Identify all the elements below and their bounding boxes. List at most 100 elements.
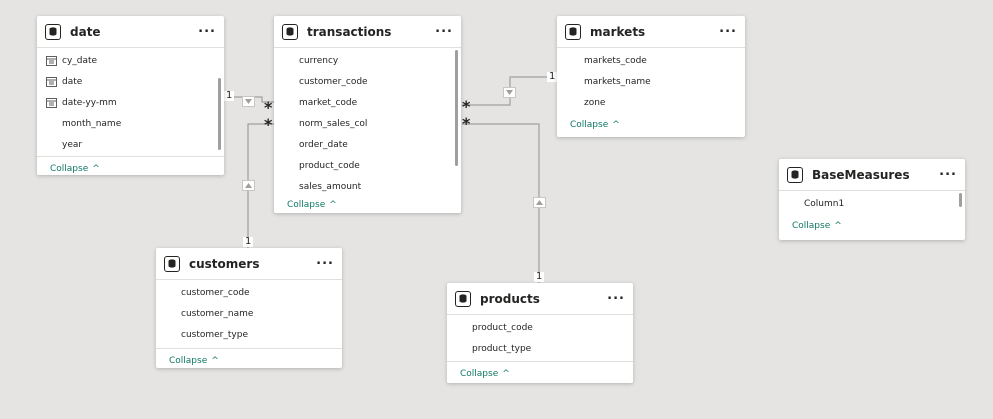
field-name: customer_code — [181, 287, 250, 298]
field-item[interactable]: markets_code — [557, 50, 745, 71]
collapse-button[interactable]: Collapse ^ — [37, 156, 224, 181]
field-item[interactable]: zone — [557, 92, 745, 113]
chevron-up-icon: ^ — [612, 120, 620, 130]
table-card-customers[interactable]: customers ... customer_code customer_nam… — [156, 248, 342, 368]
field-name: markets_name — [584, 76, 651, 87]
field-name: norm_sales_col — [299, 118, 368, 129]
field-item[interactable]: sales_amount — [274, 176, 461, 196]
field-item[interactable]: cy_date — [37, 50, 224, 71]
field-item[interactable]: date-yy-mm — [37, 92, 224, 113]
table-header[interactable]: BaseMeasures ... — [779, 159, 965, 191]
field-item[interactable]: product_code — [447, 317, 633, 338]
field-item[interactable]: Column1 — [779, 193, 965, 214]
table-header[interactable]: customers ... — [156, 248, 342, 280]
field-item[interactable]: date — [37, 71, 224, 92]
field-list[interactable]: currency customer_code market_code norm_… — [274, 48, 461, 196]
field-item[interactable]: customer_name — [156, 303, 342, 324]
table-title: BaseMeasures — [812, 167, 910, 182]
collapse-label: Collapse — [570, 120, 609, 130]
calendar-icon — [46, 97, 57, 108]
field-name: month_name — [62, 118, 122, 129]
more-options-button[interactable]: ... — [939, 163, 957, 179]
collapse-button[interactable]: Collapse ^ — [779, 214, 965, 238]
collapse-button[interactable]: Collapse ^ — [156, 348, 342, 373]
table-icon — [282, 23, 298, 40]
field-name: date — [62, 76, 83, 87]
field-name: currency — [299, 55, 339, 66]
rel-products-one: 1 — [534, 271, 545, 282]
table-title: customers — [189, 256, 260, 271]
field-item[interactable]: year — [37, 134, 224, 155]
chevron-up-icon: ^ — [329, 200, 337, 210]
filter-arrow-down-icon[interactable] — [503, 87, 516, 98]
field-name: zone — [584, 97, 606, 108]
field-item[interactable]: markets_name — [557, 71, 745, 92]
field-item[interactable]: norm_sales_col — [274, 113, 461, 134]
filter-arrow-up-icon[interactable] — [533, 197, 546, 208]
field-item[interactable]: product_type — [447, 338, 633, 359]
field-item[interactable]: order_date — [274, 134, 461, 155]
table-card-products[interactable]: products ... product_code product_type C… — [447, 283, 633, 383]
rel-customers-one: 1 — [243, 236, 254, 247]
collapse-button[interactable]: Collapse ^ — [557, 113, 745, 137]
chevron-up-icon: ^ — [834, 221, 842, 231]
collapse-label: Collapse — [792, 221, 831, 231]
more-options-button[interactable]: ... — [198, 20, 216, 36]
field-name: markets_code — [584, 55, 647, 66]
more-options-button[interactable]: ... — [719, 20, 737, 36]
field-item[interactable]: customer_code — [274, 71, 461, 92]
more-options-button[interactable]: ... — [316, 252, 334, 268]
field-list[interactable]: cy_date date date-yy-mm month_name year — [37, 48, 224, 156]
field-item[interactable]: month_name — [37, 113, 224, 134]
field-name: date-yy-mm — [62, 97, 117, 108]
calendar-icon — [46, 55, 57, 66]
table-icon — [164, 255, 180, 272]
field-item[interactable]: market_code — [274, 92, 461, 113]
filter-arrow-down-icon[interactable] — [242, 96, 255, 107]
field-item[interactable]: product_code — [274, 155, 461, 176]
field-name: order_date — [299, 139, 348, 150]
table-icon — [45, 23, 61, 40]
collapse-button[interactable]: Collapse ^ — [274, 196, 461, 214]
table-title: date — [70, 24, 101, 39]
rel-date-one: 1 — [224, 90, 235, 101]
table-icon — [565, 23, 581, 40]
table-header[interactable]: markets ... — [557, 16, 745, 48]
filter-arrow-up-icon[interactable] — [242, 180, 255, 191]
calendar-icon — [46, 76, 57, 87]
field-list[interactable]: Column1 — [779, 191, 965, 214]
field-name: market_code — [299, 97, 358, 108]
collapse-button[interactable]: Collapse ^ — [447, 361, 633, 386]
more-options-button[interactable]: ... — [435, 20, 453, 36]
table-header[interactable]: date ... — [37, 16, 224, 48]
field-name: Column1 — [804, 198, 845, 209]
field-item[interactable]: currency — [274, 50, 461, 71]
rel-markets-one: 1 — [547, 71, 558, 82]
scrollbar[interactable] — [959, 193, 962, 207]
table-card-markets[interactable]: markets ... markets_code markets_name zo… — [557, 16, 745, 137]
table-card-basemeasures[interactable]: BaseMeasures ... Column1 Collapse ^ — [779, 159, 965, 240]
field-item[interactable]: customer_type — [156, 324, 342, 345]
chevron-up-icon: ^ — [92, 164, 100, 174]
field-name: product_type — [472, 343, 532, 354]
table-title: products — [480, 291, 540, 306]
table-card-transactions[interactable]: transactions ... currency customer_code … — [274, 16, 461, 213]
more-options-button[interactable]: ... — [607, 287, 625, 303]
field-list[interactable]: product_code product_type — [447, 315, 633, 359]
table-card-date[interactable]: date ... cy_date date date-yy-mm month_n… — [37, 16, 224, 175]
scrollbar[interactable] — [218, 78, 221, 150]
table-header[interactable]: products ... — [447, 283, 633, 315]
field-name: sales_amount — [299, 181, 362, 192]
table-icon — [455, 290, 471, 307]
table-header[interactable]: transactions ... — [274, 16, 461, 48]
rel-transactions-many-date: * — [264, 98, 273, 117]
field-list[interactable]: markets_code markets_name zone — [557, 48, 745, 113]
collapse-label: Collapse — [460, 369, 499, 379]
rel-transactions-many-products: * — [462, 114, 471, 133]
chevron-up-icon: ^ — [211, 356, 219, 366]
field-list[interactable]: customer_code customer_name customer_typ… — [156, 280, 342, 345]
field-name: customer_name — [181, 308, 254, 319]
scrollbar[interactable] — [455, 50, 458, 166]
field-item[interactable]: customer_code — [156, 282, 342, 303]
field-name: customer_code — [299, 76, 368, 87]
